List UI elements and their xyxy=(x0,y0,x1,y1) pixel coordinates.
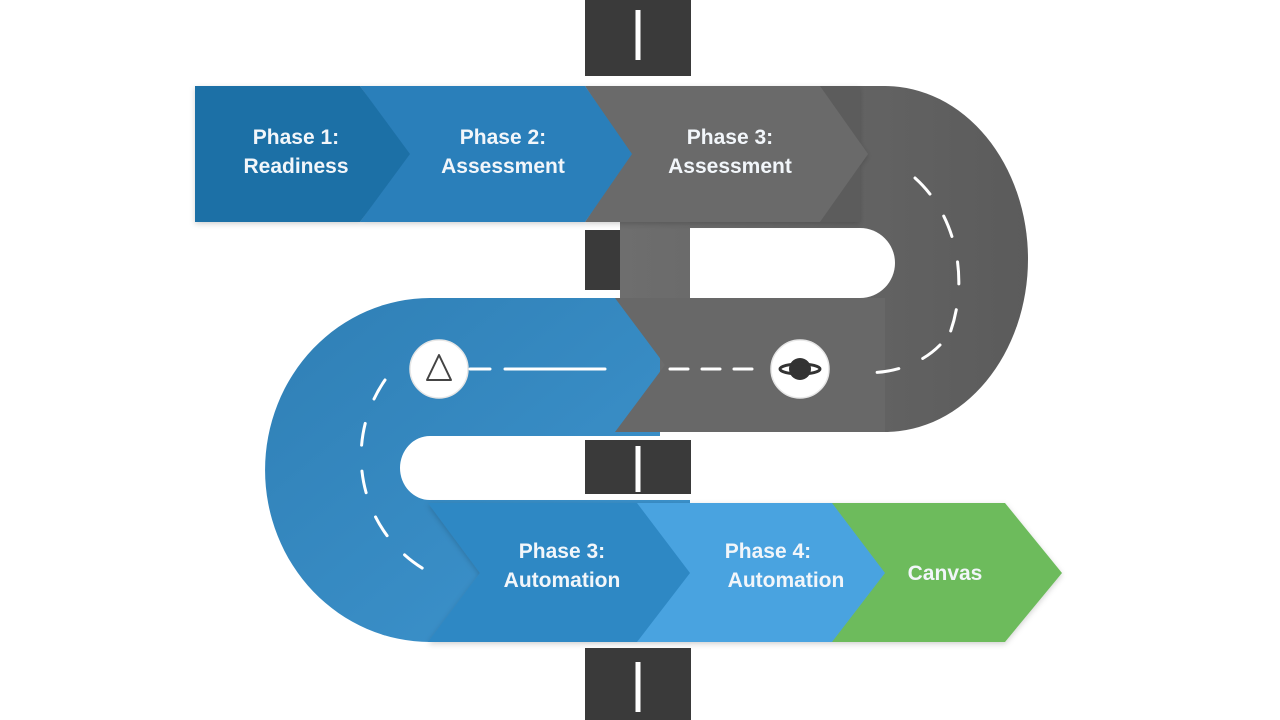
phase-arrow-2 xyxy=(360,86,632,222)
phase-2-title: Phase 2: xyxy=(460,126,546,149)
phase-arrow-5 xyxy=(635,503,885,642)
planet-icon xyxy=(770,339,830,399)
top-row-arrows xyxy=(195,86,868,222)
phase-4-title: Phase 3: xyxy=(519,540,605,563)
gray-u-turn-inner xyxy=(690,228,895,298)
phase-5-title: Phase 4: xyxy=(725,540,811,563)
phase-5-name: Automation xyxy=(728,569,845,592)
phase-1-name: Readiness xyxy=(243,155,348,178)
phase-labels: Phase 1: Readiness Phase 2: Assessment P… xyxy=(243,126,982,592)
phase-arrow-1 xyxy=(195,86,410,222)
warning-triangle-icon xyxy=(409,339,469,399)
phase-3-name: Assessment xyxy=(668,155,792,178)
final-arrow xyxy=(830,503,1062,642)
phase-2-name: Assessment xyxy=(441,155,565,178)
phase-1-title: Phase 1: xyxy=(253,126,339,149)
final-label: Canvas xyxy=(908,562,983,585)
arrow-connector-gray xyxy=(820,86,865,222)
lane-dashes xyxy=(359,176,961,577)
phase-4-name: Automation xyxy=(504,569,621,592)
bottom-row-arrows xyxy=(428,503,1062,642)
phase-arrow-3 xyxy=(585,86,868,222)
phase-3-title: Phase 3: xyxy=(687,126,773,149)
phase-arrow-4 xyxy=(428,503,690,642)
gray-middle-chevron xyxy=(615,298,885,432)
